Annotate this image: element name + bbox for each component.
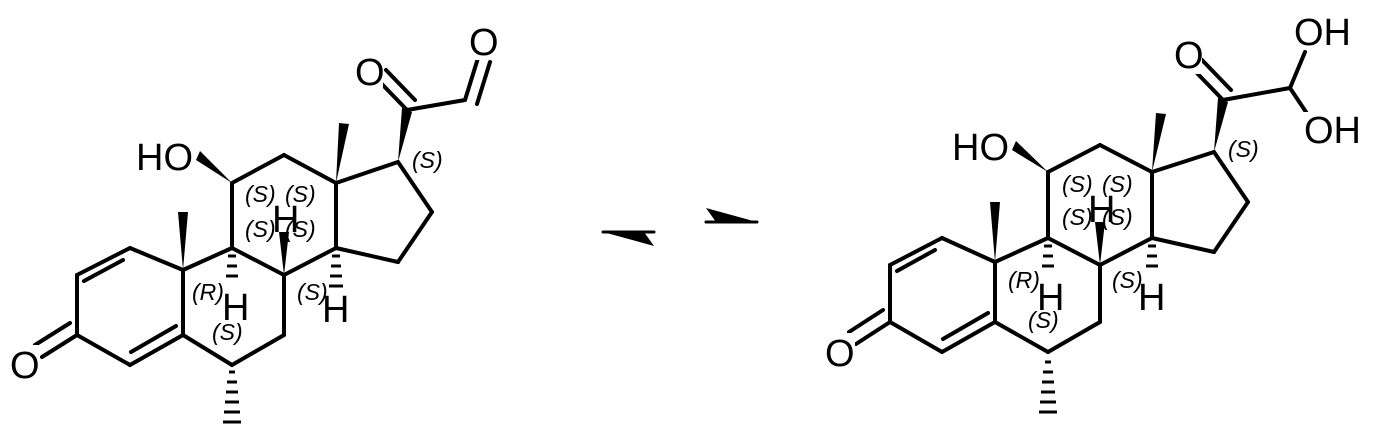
stereo-c13: (S) [285, 181, 316, 207]
hydroxyl-top: OH [1294, 12, 1351, 54]
stereo-c10: (R) [1008, 267, 1040, 293]
hydroxyl-11: HO [136, 137, 193, 179]
hydrogen-8: H [1088, 189, 1115, 231]
product-molecule: OH OH O HO O H H H (S) (S) (S) (S) (S) (… [823, 12, 1362, 414]
hydroxyl-bottom: OH [1304, 110, 1361, 152]
aldehyde-oxygen: O [469, 22, 499, 64]
oxygen-3: O [825, 333, 855, 375]
ketone-oxygen: O [355, 52, 385, 94]
hydrogen-9: H [222, 287, 249, 329]
reactant-atom-labels: O O HO O H H H [8, 22, 499, 387]
stereo-c8: (S) [285, 216, 316, 242]
stereo-c17: (S) [412, 147, 443, 173]
stereo-c14: (S) [1112, 267, 1143, 293]
hydroxyl-11: HO [952, 127, 1009, 169]
stereo-c8: (S) [1102, 204, 1133, 230]
reactant-bonds [33, 56, 492, 424]
equilibrium-arrow [601, 208, 759, 246]
stereo-c6: (S) [212, 319, 243, 345]
hydrogen-8: H [272, 199, 299, 241]
stereo-c10: (R) [192, 279, 224, 305]
hydrogen-14: H [322, 289, 349, 331]
stereo-c9: (S) [245, 216, 276, 242]
product-atom-labels: OH OH O HO O H H H [823, 12, 1362, 375]
ketone-oxygen: O [1174, 35, 1204, 77]
stereo-c17: (S) [1228, 136, 1259, 162]
reactant-stereo-labels: (S) (S) (S) (S) (S) (R) (S) (S) [192, 147, 443, 345]
stereo-c6: (S) [1028, 307, 1059, 333]
oxygen-3: O [10, 345, 40, 387]
hydrogen-14: H [1138, 277, 1165, 319]
product-bonds [847, 50, 1312, 414]
stereo-c13: (S) [1102, 171, 1133, 197]
stereo-c11: (S) [245, 181, 276, 207]
hydrogen-9: H [1037, 277, 1064, 319]
stereo-c11: (S) [1062, 171, 1093, 197]
stereo-c14: (S) [297, 279, 328, 305]
stereo-c9: (S) [1062, 204, 1093, 230]
reactant-molecule: O O HO O H H H (S) (S) (S) (S) (S) (R) (… [8, 22, 499, 424]
product-stereo-labels: (S) (S) (S) (S) (S) (R) (S) (S) [1008, 136, 1259, 333]
